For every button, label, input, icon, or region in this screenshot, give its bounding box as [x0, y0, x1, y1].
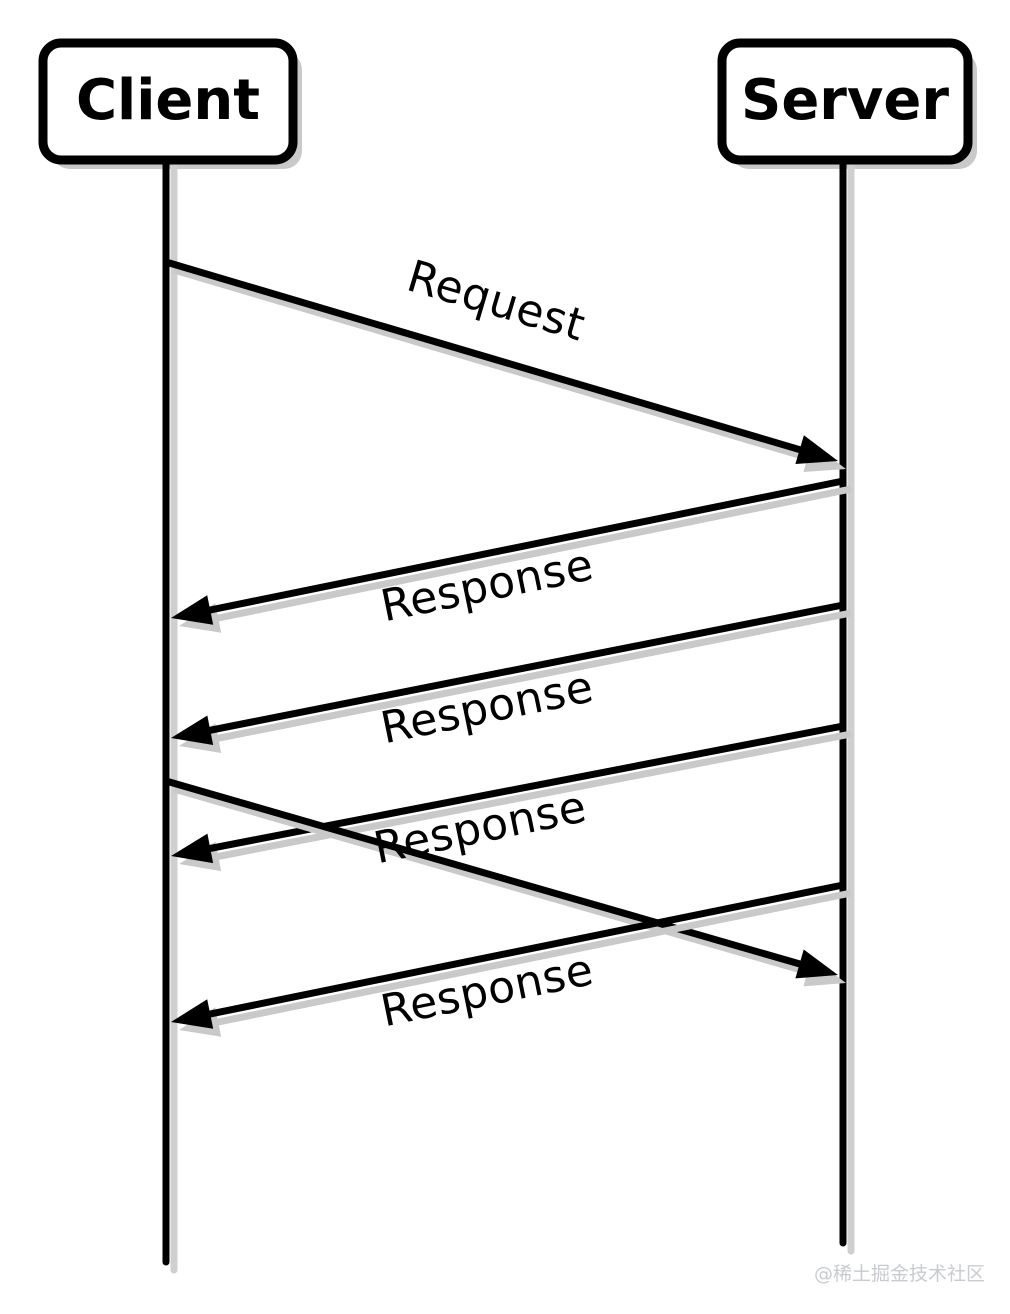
message-line-shadow: [206, 485, 852, 624]
server-label: Server: [741, 68, 949, 133]
message-2-response[interactable]: [171, 477, 852, 633]
message-arrowhead: [171, 595, 214, 625]
watermark-text: @稀土掘金技术社区: [814, 1263, 985, 1285]
message-line-shadow: [173, 785, 820, 979]
message-arrowhead: [171, 833, 214, 864]
message-line-shadow: [206, 889, 852, 1028]
message-arrowhead: [171, 999, 214, 1029]
message-line[interactable]: [198, 477, 844, 616]
message-arrowhead: [795, 435, 838, 465]
message-line[interactable]: [198, 601, 844, 736]
message-3-response[interactable]: [171, 601, 852, 753]
message-line-shadow: [173, 266, 820, 465]
message-line[interactable]: [165, 777, 812, 971]
message-1-request[interactable]: [165, 258, 846, 473]
message-line-shadow: [206, 609, 852, 744]
message-line[interactable]: [165, 258, 812, 457]
message-line-shadow: [206, 730, 852, 862]
message-line[interactable]: [198, 881, 844, 1020]
lifelines: [162, 156, 855, 1274]
message-arrowhead: [171, 715, 214, 745]
client-label: Client: [76, 68, 260, 133]
participant-server[interactable]: Server: [717, 38, 977, 169]
participant-client[interactable]: Client: [38, 38, 302, 169]
message-6-response[interactable]: [171, 881, 852, 1037]
message-label-1: Request: [402, 251, 591, 352]
message-5-unlabeled[interactable]: [165, 777, 846, 987]
message-arrowhead: [795, 949, 838, 979]
